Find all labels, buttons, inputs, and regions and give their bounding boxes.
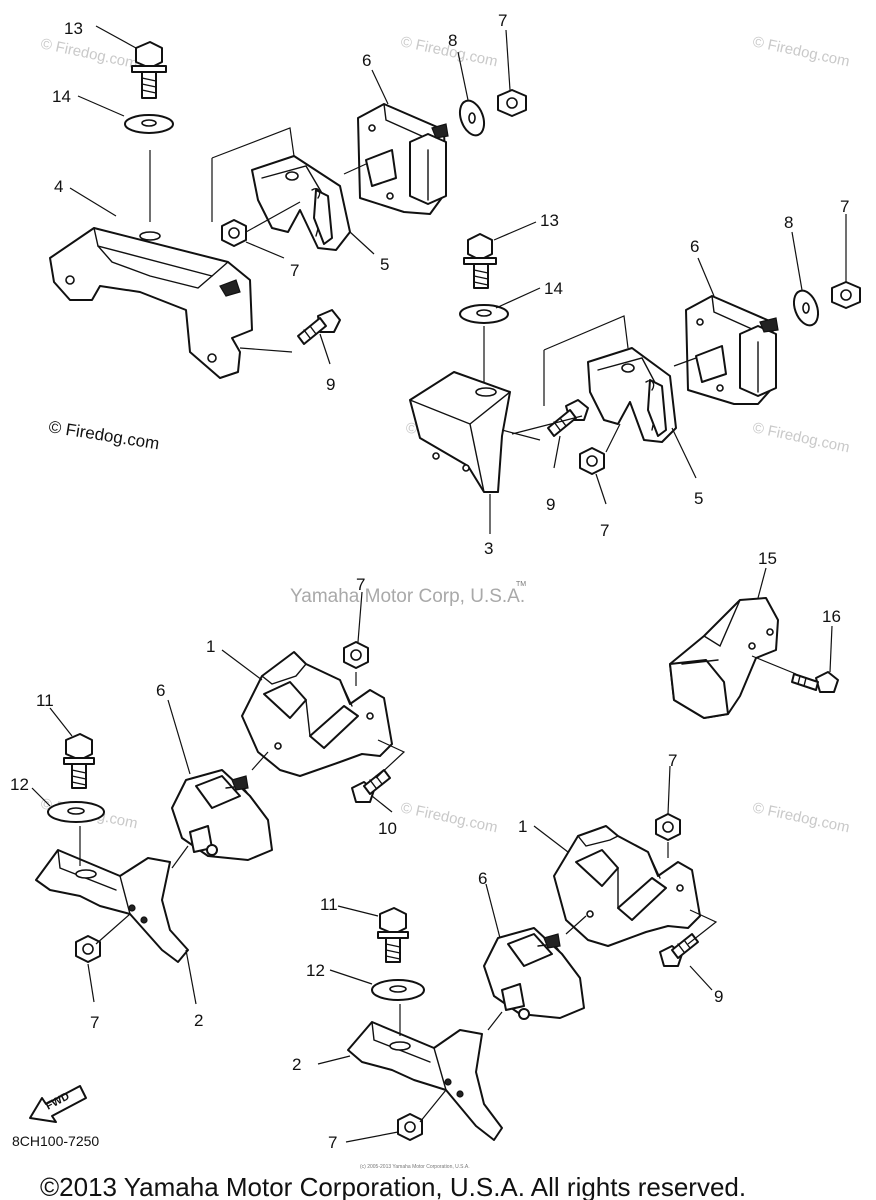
bolt-part-9 bbox=[297, 309, 341, 345]
firedog-watermark: © Firedog.com bbox=[399, 799, 499, 836]
washer-part-14 bbox=[124, 114, 174, 134]
bolt-part-9 bbox=[659, 933, 699, 967]
callout-14: 14 bbox=[52, 87, 71, 106]
fwd-arrow: FWD bbox=[29, 1085, 87, 1123]
nut-part-7 bbox=[831, 281, 861, 309]
washer-part-12 bbox=[47, 801, 105, 823]
firedog-watermark: © Firedog.com bbox=[751, 33, 851, 70]
bolt-part-13 bbox=[463, 233, 497, 289]
callout-7: 7 bbox=[90, 1013, 99, 1032]
tiny-copyright: (c) 2005-2013 Yamaha Motor Corporation, … bbox=[360, 1164, 470, 1170]
callout-6: 6 bbox=[156, 681, 165, 700]
callout-10: 10 bbox=[378, 819, 397, 838]
nut-part-7 bbox=[497, 89, 527, 117]
nut-part-7 bbox=[221, 219, 247, 247]
callout-6: 6 bbox=[478, 869, 487, 888]
callout-15: 15 bbox=[758, 549, 777, 568]
rubber-mount-part-6 bbox=[171, 769, 273, 861]
callout-14: 14 bbox=[544, 279, 563, 298]
nut-part-7 bbox=[75, 935, 101, 963]
bracket-part-2 bbox=[35, 849, 189, 963]
washer-part-12 bbox=[371, 979, 425, 1001]
bracket-part-1 bbox=[241, 651, 393, 777]
callout-16: 16 bbox=[822, 607, 841, 626]
washer-part-8 bbox=[792, 289, 820, 327]
yamaha-watermark: Yamaha Motor Corp, U.S.A. bbox=[290, 586, 525, 607]
lower-right-assembly bbox=[347, 813, 718, 1141]
callout-9: 9 bbox=[326, 375, 335, 394]
rubber-mount-part-6 bbox=[685, 295, 779, 405]
callout-12: 12 bbox=[10, 775, 29, 794]
lower-left-assembly bbox=[35, 641, 406, 963]
copyright-notice: ©2013 Yamaha Motor Corporation, U.S.A. A… bbox=[40, 1172, 746, 1200]
callout-13: 13 bbox=[540, 211, 559, 230]
callout-9: 9 bbox=[546, 495, 555, 514]
washer-part-14 bbox=[459, 304, 509, 324]
washer-part-8 bbox=[458, 99, 486, 137]
callout-numbers: 13 14 4 6 8 7 5 7 9 13 14 6 8 7 9 7 5 3 … bbox=[10, 11, 849, 1152]
firedog-watermark: © Firedog.com bbox=[751, 799, 851, 836]
callout-9: 9 bbox=[714, 987, 723, 1006]
nut-part-7 bbox=[655, 813, 681, 841]
bracket-part-4 bbox=[49, 227, 253, 379]
rubber-mount-part-6 bbox=[357, 103, 449, 215]
callout-7: 7 bbox=[840, 197, 849, 216]
callout-7: 7 bbox=[668, 751, 677, 770]
callout-11: 11 bbox=[36, 691, 54, 710]
callout-12: 12 bbox=[306, 961, 325, 980]
sensor-assembly bbox=[669, 597, 839, 719]
bolt-part-10 bbox=[351, 769, 391, 803]
callout-2: 2 bbox=[292, 1055, 301, 1074]
upper-right-assembly bbox=[409, 233, 861, 493]
bracket-part-3 bbox=[409, 371, 511, 493]
callout-3: 3 bbox=[484, 539, 493, 558]
nut-part-7 bbox=[579, 447, 605, 475]
callout-4: 4 bbox=[54, 177, 63, 196]
bracket-part-2 bbox=[347, 1021, 503, 1141]
bracket-part-5 bbox=[587, 347, 677, 443]
callout-6: 6 bbox=[362, 51, 371, 70]
callout-6: 6 bbox=[690, 237, 699, 256]
callout-8: 8 bbox=[784, 213, 793, 232]
bracket-part-5 bbox=[251, 155, 351, 251]
callout-7: 7 bbox=[600, 521, 609, 540]
callout-leaders bbox=[31, 25, 847, 1143]
callout-1: 1 bbox=[206, 637, 215, 656]
callout-2: 2 bbox=[194, 1011, 203, 1030]
callout-7: 7 bbox=[498, 11, 507, 30]
callout-13: 13 bbox=[64, 19, 83, 38]
firedog-watermark-dark: © Firedog.com bbox=[47, 417, 160, 453]
bolt-part-13 bbox=[131, 41, 167, 99]
callout-8: 8 bbox=[448, 31, 457, 50]
bolt-part-11 bbox=[63, 733, 95, 789]
diagram-code: 8CH100-7250 bbox=[12, 1133, 99, 1149]
firedog-watermark: © Firedog.com bbox=[751, 419, 851, 456]
bracket-part-1 bbox=[553, 825, 701, 947]
callout-7: 7 bbox=[356, 575, 365, 594]
rubber-mount-part-6 bbox=[483, 927, 585, 1020]
callout-7: 7 bbox=[290, 261, 299, 280]
upper-left-assembly bbox=[49, 41, 527, 379]
nut-part-7 bbox=[343, 641, 369, 669]
bolt-part-9 bbox=[547, 399, 589, 437]
callout-5: 5 bbox=[694, 489, 703, 508]
callout-7: 7 bbox=[328, 1133, 337, 1152]
bracket-part-15 bbox=[669, 597, 779, 719]
nut-part-7 bbox=[397, 1113, 423, 1141]
tm-mark: TM bbox=[516, 581, 526, 588]
callout-1: 1 bbox=[518, 817, 527, 836]
callout-5: 5 bbox=[380, 255, 389, 274]
callout-11: 11 bbox=[320, 895, 338, 914]
bolt-part-11 bbox=[377, 907, 409, 963]
bolt-part-16 bbox=[791, 671, 839, 693]
